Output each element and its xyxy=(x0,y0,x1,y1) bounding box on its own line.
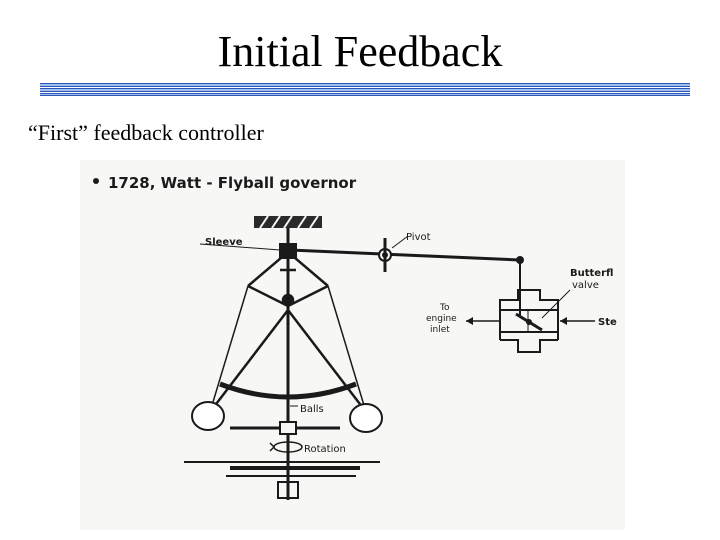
flyball-right xyxy=(349,403,383,433)
label-to: To xyxy=(439,303,450,313)
label-inlet: inlet xyxy=(430,325,450,335)
bullet-text: “First” feedback controller xyxy=(28,120,264,145)
cross-bar xyxy=(219,381,357,400)
lever-arm xyxy=(289,248,521,262)
label-pivot: Pivot xyxy=(406,232,431,243)
top-bearing xyxy=(254,215,322,229)
label-rotation: Rotation xyxy=(304,444,346,455)
label-butterfly: Butterfl xyxy=(570,268,613,279)
pivot-joint xyxy=(378,238,392,272)
caption-bullet-dot xyxy=(93,178,99,184)
ball-arms xyxy=(209,285,367,413)
upper-linkage xyxy=(247,251,329,308)
label-sleeve: Sleeve xyxy=(205,237,243,248)
title-underline xyxy=(40,83,690,97)
slide-title: Initial Feedback xyxy=(217,27,503,76)
rotation-indicator xyxy=(269,441,303,453)
label-valve: valve xyxy=(572,280,599,291)
flyball-governor-diagram: 1728, Watt - Flyball governor Sleeve Piv… xyxy=(80,160,625,530)
label-steam: Ste xyxy=(598,317,617,328)
flyball-left xyxy=(191,401,225,431)
base-platform xyxy=(184,461,380,500)
label-balls: Balls xyxy=(300,404,324,415)
butterfly-valve-plate xyxy=(515,312,543,332)
diagram-caption: 1728, Watt - Flyball governor xyxy=(108,174,357,192)
label-engine: engine xyxy=(426,314,457,324)
